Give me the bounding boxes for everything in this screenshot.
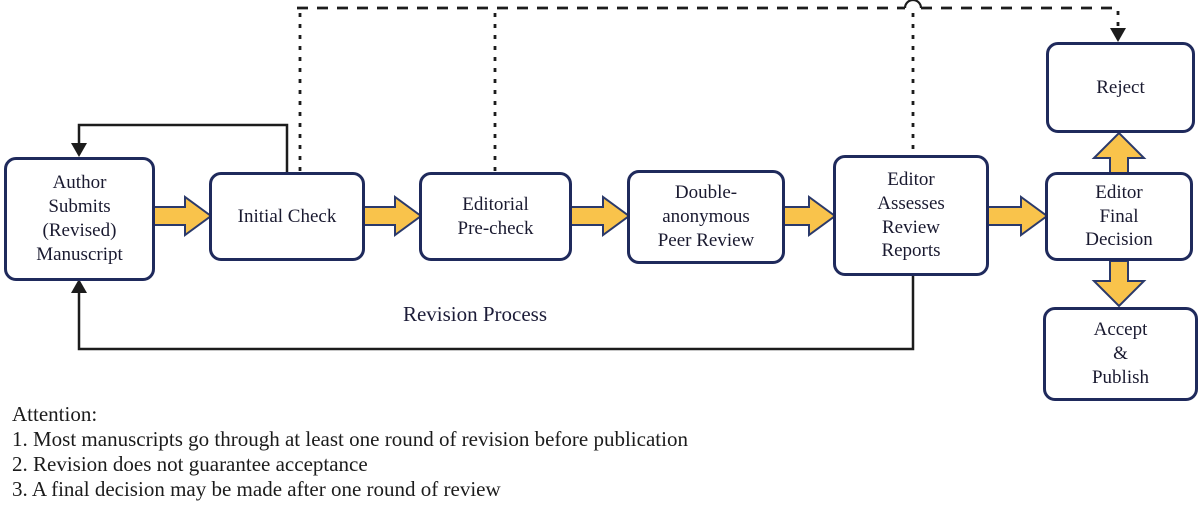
arrowhead-into-author-bottom-icon bbox=[71, 279, 87, 293]
attention-note-3: 3. A final decision may be made after on… bbox=[12, 477, 501, 501]
node-reject: Reject bbox=[1046, 42, 1195, 133]
node-accept-and-publish: Accept & Publish bbox=[1043, 307, 1198, 401]
node-initial-check: Initial Check bbox=[209, 172, 365, 261]
flow-arrow-final-to-reject-icon bbox=[1091, 131, 1147, 174]
attention-note-1: 1. Most manuscripts go through at least … bbox=[12, 427, 688, 451]
arrowhead-into-author-top-icon bbox=[71, 143, 87, 157]
flow-arrow-assesses-to-final-icon bbox=[986, 195, 1049, 237]
revision-process-line bbox=[77, 276, 915, 351]
node-editor-final-decision: Editor Final Decision bbox=[1045, 172, 1193, 261]
flow-arrow-initial-to-editorial-icon bbox=[363, 195, 423, 237]
node-double-anonymous-peer-review: Double- anonymous Peer Review bbox=[627, 170, 785, 264]
flow-arrow-final-to-accept-icon bbox=[1091, 260, 1147, 308]
node-author-submits-manuscript: Author Submits (Revised) Manuscript bbox=[4, 157, 155, 281]
flow-arrow-author-to-initial-icon bbox=[153, 195, 213, 237]
attention-note-2: 2. Revision does not guarantee acceptanc… bbox=[12, 452, 368, 476]
arrowhead-into-reject-icon bbox=[1110, 28, 1126, 42]
node-editorial-pre-check: Editorial Pre-check bbox=[419, 172, 572, 261]
flow-arrow-double-to-assesses-icon bbox=[783, 195, 837, 237]
flow-arrow-editorial-to-double-icon bbox=[570, 195, 631, 237]
node-editor-assesses-review-reports: Editor Assesses Review Reports bbox=[833, 155, 989, 276]
attention-notes: Attention: 1. Most manuscripts go throug… bbox=[12, 402, 688, 502]
loop-initial-to-author-line bbox=[77, 123, 289, 173]
revision-process-label: Revision Process bbox=[402, 302, 548, 326]
attention-title: Attention: bbox=[12, 402, 98, 426]
reject-dashed-line-hop bbox=[903, 0, 923, 9]
